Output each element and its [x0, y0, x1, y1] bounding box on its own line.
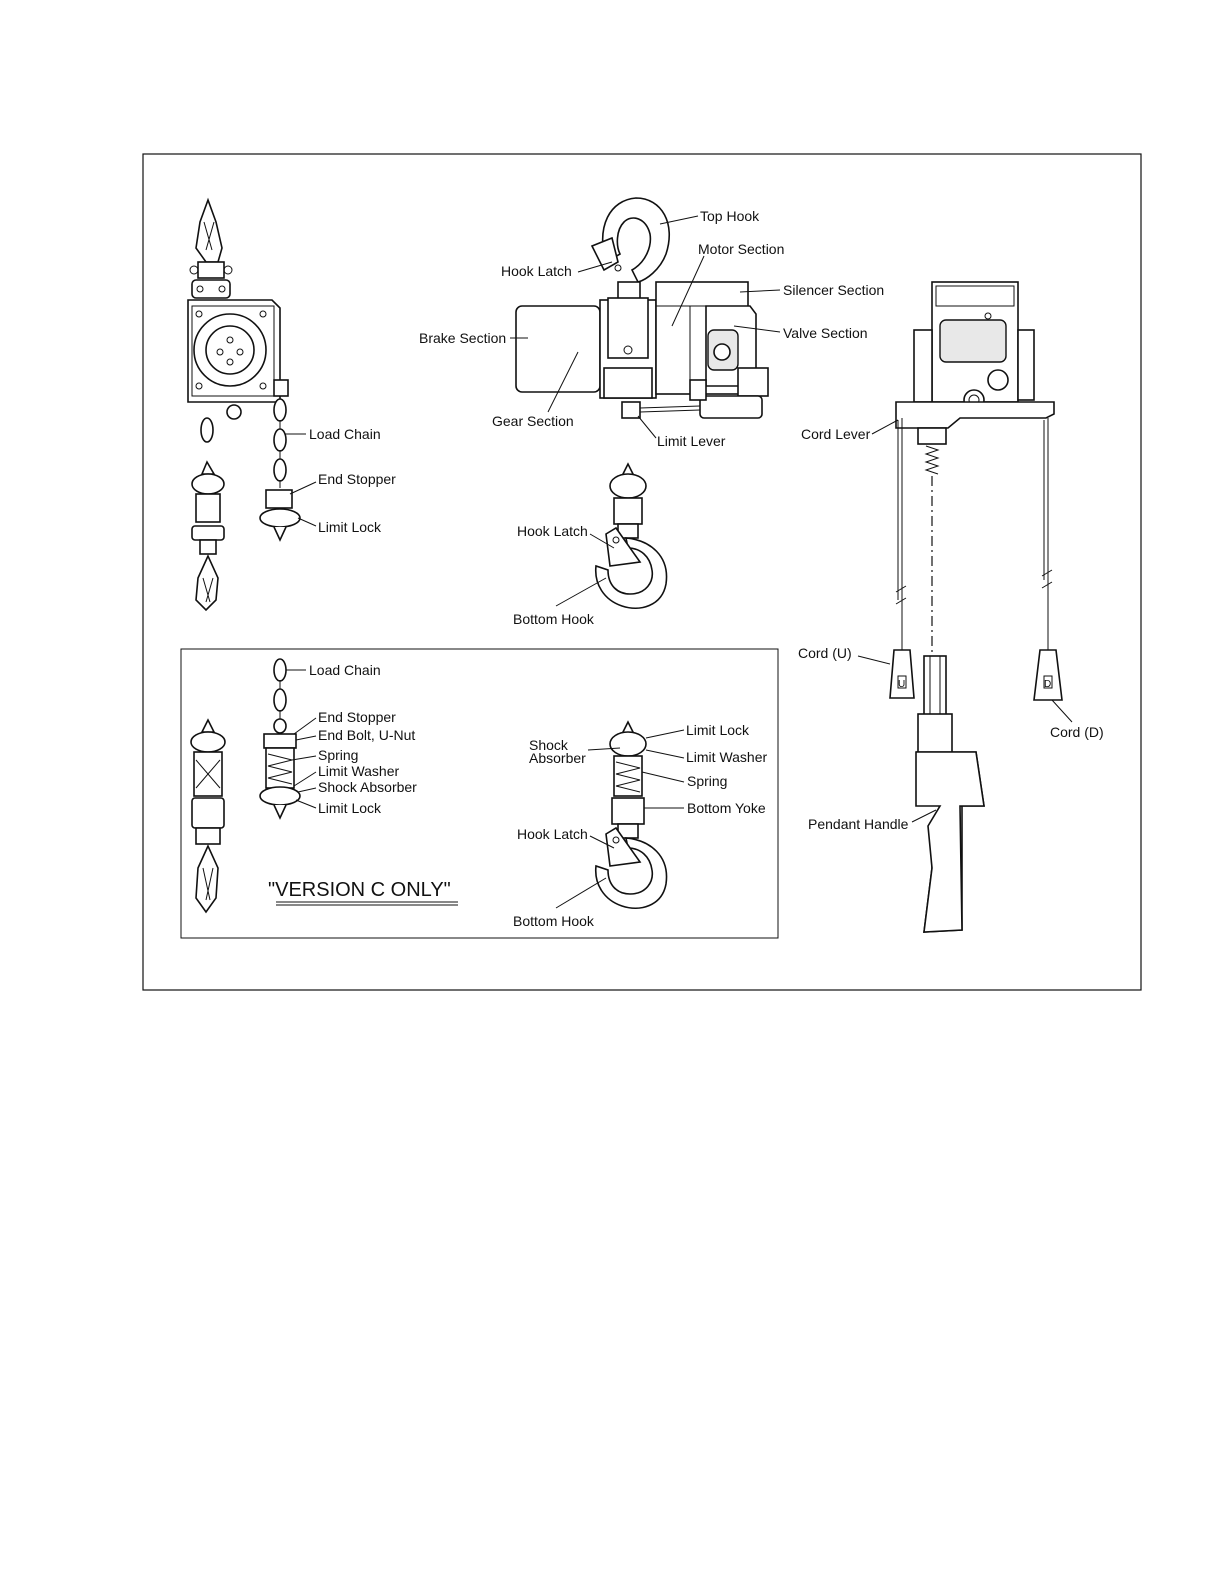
- label-brake-section: Brake Section: [419, 330, 506, 346]
- label-inset-r-shock-1: Shock: [529, 737, 569, 753]
- label-inset-r-limit-washer: Limit Washer: [686, 749, 768, 765]
- label-inset-limit-washer: Limit Washer: [318, 763, 400, 779]
- label-motor-section: Motor Section: [698, 241, 784, 257]
- label-inset-end-stopper: End Stopper: [318, 709, 396, 725]
- label-inset-r-bottom-yoke: Bottom Yoke: [687, 800, 766, 816]
- label-inset-r-hook-latch: Hook Latch: [517, 826, 588, 842]
- label-inset-limit-lock: Limit Lock: [318, 800, 382, 816]
- label-inset-r-shock-2: Absorber: [529, 750, 586, 766]
- version-c-note: "VERSION C ONLY": [268, 879, 451, 901]
- label-left-load-chain: Load Chain: [309, 426, 381, 442]
- inset-frame: [180, 648, 779, 939]
- inset-left-assembly: [190, 658, 301, 914]
- inset-right-hook: [595, 720, 668, 909]
- label-bottom-hook-mid: Bottom Hook: [513, 611, 595, 627]
- outer-frame: [142, 153, 1142, 991]
- label-cord-d: Cord (D): [1050, 724, 1104, 740]
- label-pendant-handle: Pendant Handle: [808, 816, 909, 832]
- label-inset-end-bolt: End Bolt, U-Nut: [318, 727, 415, 743]
- label-inset-r-bottom-hook: Bottom Hook: [513, 913, 595, 929]
- label-inset-r-spring: Spring: [687, 773, 727, 789]
- label-inset-spring: Spring: [318, 747, 358, 763]
- main-hoist-view: [515, 197, 769, 419]
- label-inset-r-limit-lock: Limit Lock: [686, 722, 750, 738]
- label-inset-shock-absorber: Shock Absorber: [318, 779, 417, 795]
- label-left-end-stopper: End Stopper: [318, 471, 396, 487]
- cord-u-button: U: [898, 679, 905, 690]
- leader-lines: [285, 215, 1073, 909]
- front-view-pendant: [889, 281, 1063, 933]
- label-silencer-section: Silencer Section: [783, 282, 884, 298]
- left-side-view: [187, 197, 301, 612]
- bottom-hook-view: [595, 462, 668, 609]
- label-hook-latch-top: Hook Latch: [501, 263, 572, 279]
- label-left-limit-lock: Limit Lock: [318, 519, 382, 535]
- label-cord-u: Cord (U): [798, 645, 852, 661]
- label-valve-section: Valve Section: [783, 325, 868, 341]
- label-gear-section: Gear Section: [492, 413, 574, 429]
- cord-d-button: D: [1044, 679, 1051, 690]
- label-cord-lever: Cord Lever: [801, 426, 871, 442]
- label-limit-lever: Limit Lever: [657, 433, 726, 449]
- label-hook-latch-mid: Hook Latch: [517, 523, 588, 539]
- label-top-hook: Top Hook: [700, 208, 760, 224]
- label-inset-load-chain: Load Chain: [309, 662, 381, 678]
